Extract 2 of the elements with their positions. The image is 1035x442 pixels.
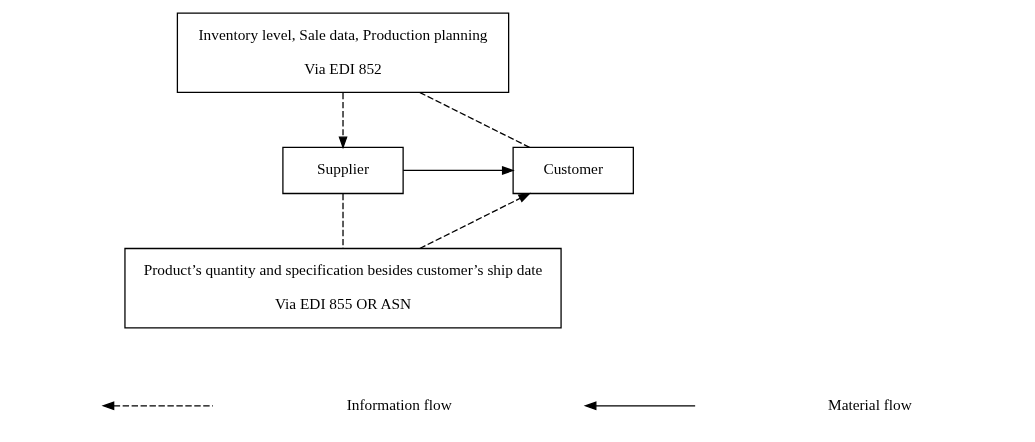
legend-label: Material flow — [827, 395, 912, 413]
legend-label: Information flow — [346, 395, 452, 413]
